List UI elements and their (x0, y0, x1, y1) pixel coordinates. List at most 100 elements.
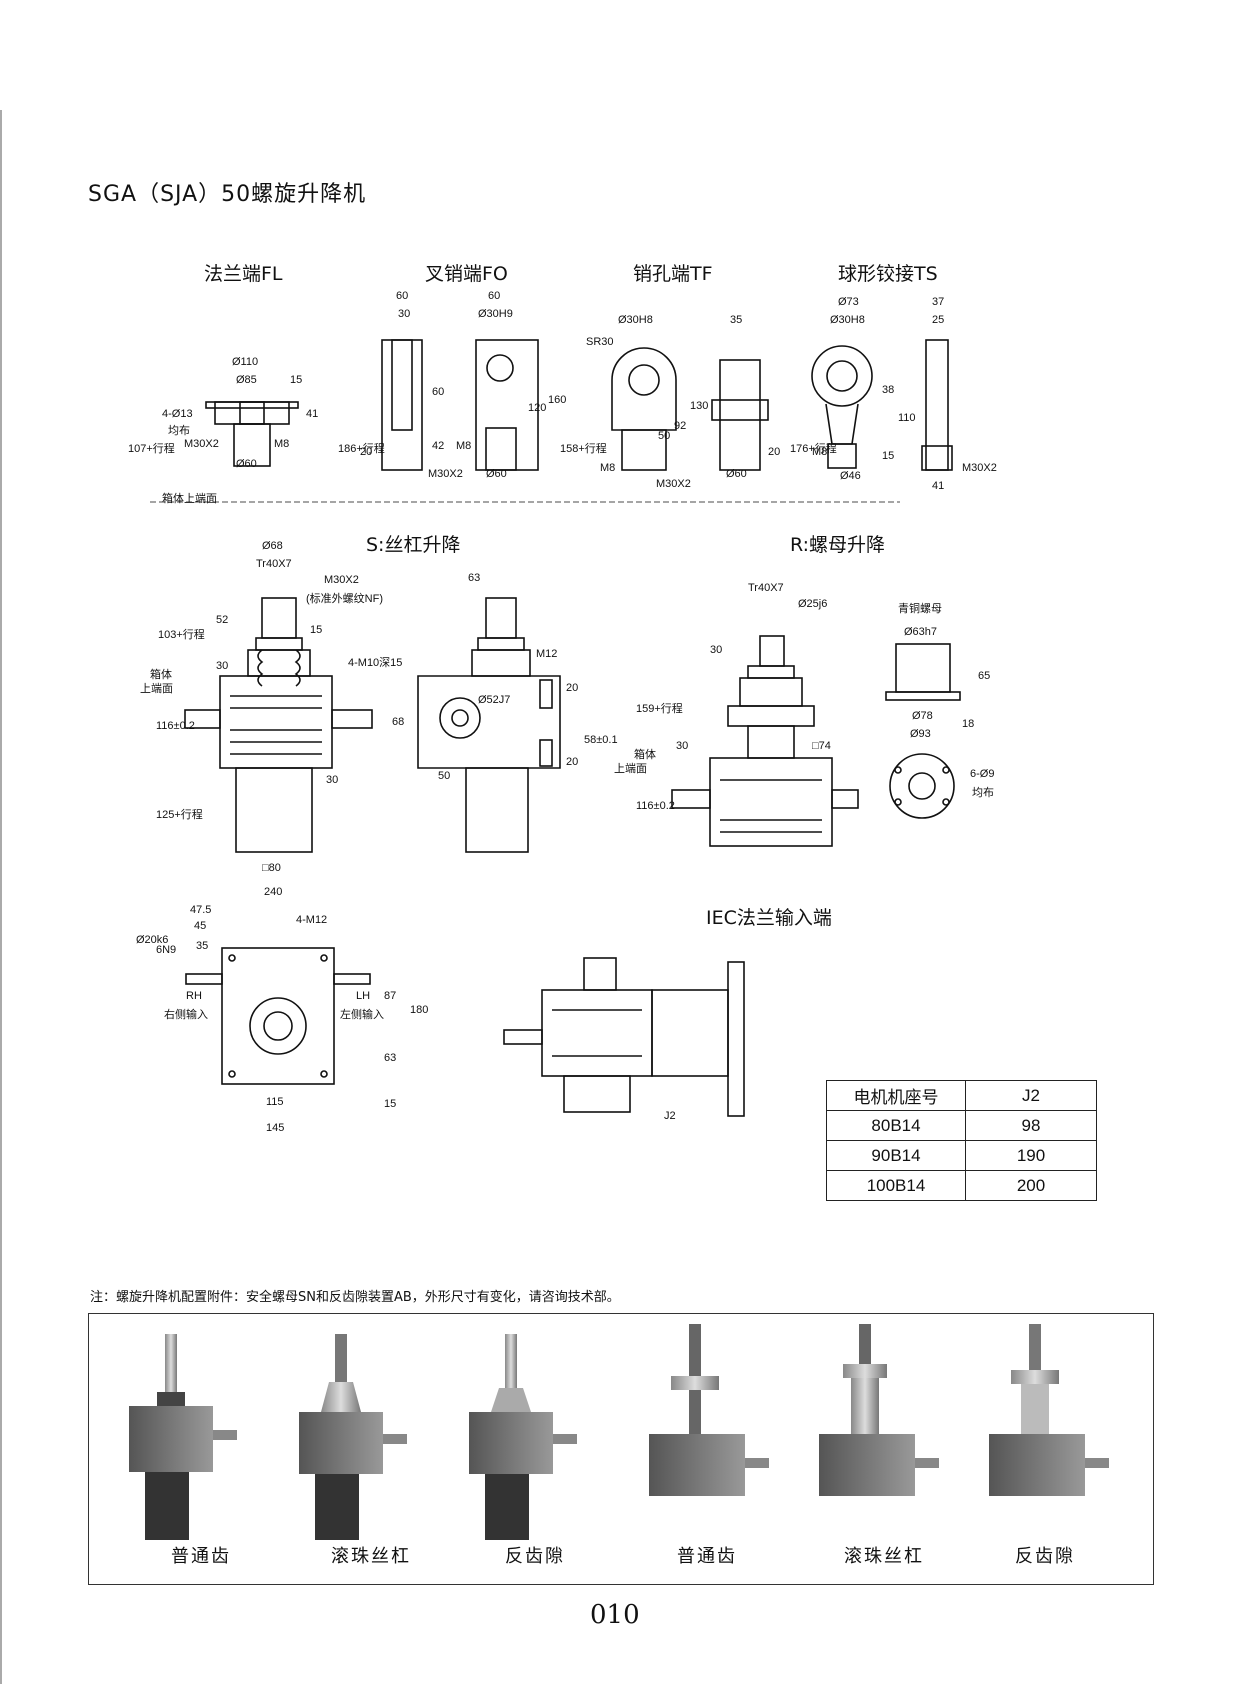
dim-label: Tr40X7 (748, 582, 784, 594)
dim-label: Tr40X7 (256, 558, 292, 570)
product-photos-panel: 普通齿 滚珠丝杠 反齿隙 普通齿 滚珠丝杠 反齿隙 (88, 1313, 1154, 1585)
dim-label: 6-Ø9 (970, 768, 995, 780)
dim-label: 160 (548, 394, 567, 406)
dim-label: Ø30H8 (830, 314, 865, 326)
motor-frame-table: 电机机座号 J2 80B14 98 90B14 190 100B14 200 (826, 1080, 1097, 1201)
dim-label: 均布 (168, 425, 190, 437)
product-photo (989, 1324, 1109, 1496)
dim-label: 68 (392, 716, 405, 728)
dim-label: 116±0.2 (636, 800, 675, 812)
dim-label: 35 (196, 940, 209, 952)
page-edge (0, 110, 2, 1684)
dim-label: □74 (812, 740, 831, 752)
dim-label: 左侧输入 (340, 1009, 384, 1021)
dim-label: 116±0.2 (156, 720, 195, 732)
dim-label: 38 (882, 384, 895, 396)
photo-caption: 反齿隙 (1015, 1546, 1075, 1567)
dim-label: 180 (410, 1004, 429, 1016)
s-lift-side-drawing (417, 597, 561, 853)
dim-label: 58±0.1 (584, 734, 618, 746)
table-row: 100B14 200 (826, 1170, 1097, 1201)
dim-label: Ø60 (726, 468, 747, 480)
dim-label: 63 (384, 1052, 397, 1064)
dim-label: 20 (566, 756, 579, 768)
table-cell: 90B14 (826, 1140, 966, 1171)
section-title-s-lift: S:丝杠升降 (366, 534, 461, 556)
dim-label: 25 (932, 314, 945, 326)
dim-label: Ø93 (910, 728, 931, 740)
dim-label: 45 (194, 920, 207, 932)
table-header-row: 电机机座号 J2 (826, 1080, 1097, 1111)
dim-label: 60 (488, 290, 501, 302)
dim-label: 240 (264, 886, 283, 898)
dim-label: Ø63h7 (904, 626, 938, 638)
dim-label: 42 (432, 440, 445, 452)
dim-label: 186+行程 (338, 443, 385, 455)
iec-drawing (503, 957, 745, 1117)
dim-label: RH (186, 990, 202, 1002)
table-row: 80B14 98 (826, 1110, 1097, 1141)
dim-label: 4-M12 (296, 914, 328, 926)
product-photo (129, 1334, 237, 1540)
dim-label: LH (356, 990, 371, 1002)
dim-label: 6N9 (156, 944, 177, 956)
dim-label: 箱体上端面 (162, 493, 217, 505)
dim-label: 60 (396, 290, 409, 302)
section-title-fo: 叉销端FO (425, 263, 508, 285)
dim-label: 4-M10深15 (348, 657, 403, 669)
dim-label: 107+行程 (128, 443, 175, 455)
dim-label: 130 (690, 400, 709, 412)
table-row: 90B14 190 (826, 1140, 1097, 1171)
photo-caption: 滚珠丝杠 (844, 1546, 924, 1567)
dim-label: 37 (932, 296, 945, 308)
dim-label: 41 (306, 408, 319, 420)
dim-label: 125+行程 (156, 809, 203, 821)
dim-label: 箱体 (634, 749, 656, 761)
dim-label: Ø85 (236, 374, 257, 386)
dim-label: 159+行程 (636, 703, 683, 715)
photo-caption: 普通齿 (677, 1546, 737, 1567)
dim-label: Ø30H9 (478, 308, 513, 320)
dim-label: Ø46 (840, 470, 861, 482)
dim-label: M8 (274, 438, 290, 450)
dim-label: 上端面 (140, 683, 173, 695)
dim-label: 20 (566, 682, 579, 694)
dim-label: 115 (266, 1096, 284, 1108)
section-title-r-lift: R:螺母升降 (790, 534, 886, 556)
dim-label: Ø30H8 (618, 314, 653, 326)
table-cell: 80B14 (826, 1110, 966, 1141)
dim-label: 青铜螺母 (898, 603, 942, 615)
dim-label: 均布 (972, 787, 994, 799)
photo-caption: 反齿隙 (505, 1546, 565, 1567)
dim-label: Ø78 (912, 710, 933, 722)
ts-drawing (811, 339, 953, 471)
dim-label: 63 (468, 572, 481, 584)
dim-label: Ø110 (232, 356, 259, 368)
table-cell: 200 (965, 1170, 1097, 1201)
dim-label: 87 (384, 990, 397, 1002)
dim-label: 15 (310, 624, 323, 636)
dim-label: 20 (768, 446, 781, 458)
dim-label: 30 (216, 660, 229, 672)
dim-label: 50 (658, 430, 671, 442)
section-title-ts: 球形铰接TS (838, 263, 938, 285)
dim-label: 15 (882, 450, 895, 462)
table-header-cell: J2 (965, 1080, 1097, 1111)
dim-label: SR30 (586, 336, 614, 348)
photo-caption: 滚珠丝杠 (331, 1546, 411, 1567)
table-cell: 98 (965, 1110, 1097, 1141)
dim-label: 35 (730, 314, 743, 326)
dim-label: 65 (978, 670, 991, 682)
dim-label: Ø52J7 (478, 694, 511, 706)
dim-label: 47.5 (190, 904, 212, 916)
dim-label: M30X2 (184, 438, 219, 450)
fo-drawing (381, 339, 539, 471)
product-photo (649, 1324, 769, 1496)
dim-label: M30X2 (428, 468, 463, 480)
dim-label: M30X2 (656, 478, 691, 490)
dim-label: 50 (438, 770, 451, 782)
dim-label: Ø60 (236, 458, 257, 470)
dim-label: 上端面 (614, 763, 647, 775)
dim-label: M8 (600, 462, 616, 474)
